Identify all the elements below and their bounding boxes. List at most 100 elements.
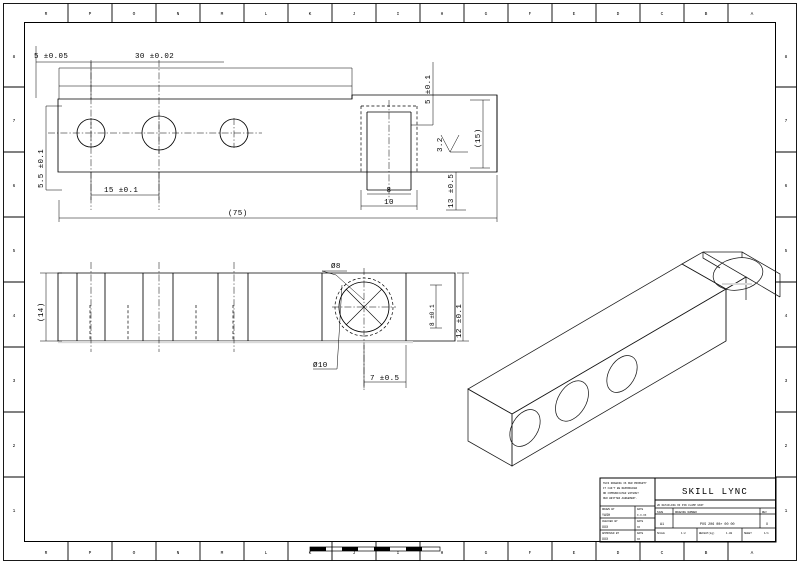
- dim-55-01: 5.5 ±0.1: [38, 105, 62, 191]
- rev-label: REV: [762, 511, 767, 514]
- checked-date-value: XX: [637, 526, 641, 529]
- size-value: A1: [660, 523, 664, 527]
- dim-30-002: 30 ±0.02: [91, 53, 224, 63]
- approved-date-label: DATE: [637, 532, 644, 535]
- dim-15-ref: (15): [470, 99, 490, 169]
- zone-label-bottom: H: [441, 550, 444, 556]
- dim-13-05-text: 13 ±0.5: [448, 174, 456, 208]
- zone-label-bottom: D: [617, 550, 620, 556]
- zone-label-left: 2: [13, 443, 16, 449]
- zone-label-bottom: P: [89, 550, 92, 556]
- dim-5-01-text: 5 ±0.1: [425, 74, 433, 104]
- zone-label-top: K: [309, 11, 312, 17]
- zone-label-bottom: A: [751, 550, 754, 556]
- drawn-date-value: X.X.XX: [637, 514, 647, 517]
- zone-label-bottom: C: [661, 550, 664, 556]
- leader-dia10: Ø10: [313, 284, 343, 370]
- dim-dia10-text: Ø10: [313, 361, 328, 370]
- sheet-label: SHEET: [744, 532, 752, 535]
- zone-label-left: 6: [13, 183, 16, 189]
- dim-slot-8: 8: [367, 187, 411, 195]
- drawing-number-value: POS 206 00r 00 00: [700, 522, 735, 527]
- zone-label-left: 8: [13, 54, 16, 60]
- iso-notch-inner: [702, 252, 721, 269]
- surface-finish-symbol: 3.2: [437, 134, 468, 153]
- zone-label-top: R: [45, 11, 48, 17]
- dim-5-005-text: 5 ±0.05: [34, 53, 68, 61]
- dim-14-text: (14): [38, 302, 46, 322]
- drawn-by-label: DRAWN BY: [602, 508, 615, 511]
- zone-letters-bottom: R P O N M L K J I H G F E D C B A: [45, 550, 754, 556]
- front-view-outline: [57, 272, 456, 342]
- graphic-scale-bar: [309, 546, 441, 552]
- zone-label-top: N: [177, 11, 180, 17]
- company-name: SKILL LYNC: [682, 487, 748, 497]
- zone-label-right: 6: [785, 183, 788, 189]
- approved-by-value: XXX: [602, 538, 608, 542]
- approved-by-label: APPROVED BY: [602, 532, 620, 535]
- zone-label-top: C: [661, 11, 664, 17]
- dim-15-ref-text: (15): [475, 128, 483, 148]
- front-view-hole-projections: [76, 273, 249, 341]
- dim-12-01-text: 12 ±0.1: [456, 304, 464, 338]
- iso-pad-hole-shadow: [722, 283, 752, 285]
- surface-finish-value: 3.2: [437, 137, 445, 152]
- zone-label-top: M: [221, 11, 224, 17]
- zone-numbers-right: 8 7 6 5 4 3 2 1: [785, 54, 788, 514]
- size-label: SIZE: [657, 511, 664, 514]
- zone-ticks-sides: [3, 86, 797, 478]
- dim-slot-10: 10: [360, 190, 418, 210]
- zone-label-bottom: J: [353, 550, 356, 556]
- dim-8-01-text: 8 ±0.1: [429, 304, 436, 326]
- dim-15-01: 15 ±0.1: [90, 172, 160, 200]
- zone-label-top: J: [353, 11, 356, 17]
- weight-label: WEIGHT(kg): [699, 531, 715, 535]
- title-block-signature-rows: DRAWN BY YASH DATE X.X.XX CHECKED BY XXX…: [600, 506, 655, 542]
- zone-label-right: 4: [785, 313, 788, 319]
- dim-12-01: 12 ±0.1: [456, 272, 469, 342]
- disclaimer-line-3: OR COMMUNICATED WITHOUT: [603, 492, 639, 495]
- dim-slot-10-text: 10: [384, 199, 394, 207]
- zone-label-bottom: N: [177, 550, 180, 556]
- zone-label-bottom: F: [529, 550, 532, 556]
- zone-label-right: 3: [785, 378, 788, 384]
- front-view-bore-diag-2: [345, 288, 383, 326]
- title-block-numbers-row: SIZE A1 DRAWING NUMBER POS 206 00r 00 00…: [655, 508, 776, 529]
- zone-label-bottom: L: [265, 550, 268, 556]
- dim-75: (75): [58, 175, 498, 222]
- iso-far-top-edge: [745, 276, 781, 298]
- title-block-scale-row: SCALE 1:2 WEIGHT(kg) 1.00 SHEET 1/1: [657, 528, 769, 542]
- drawn-date-label: DATE: [637, 508, 644, 511]
- dim-8-01: 8 ±0.1: [429, 284, 442, 329]
- iso-far-corner: [741, 251, 781, 297]
- iso-hole-3: [606, 355, 638, 393]
- iso-hole-2: [555, 380, 589, 422]
- leader-dia8: Ø8: [321, 262, 365, 301]
- zone-label-top: F: [529, 11, 532, 17]
- zone-label-right: 5: [785, 248, 788, 254]
- dim-30-002-text: 30 ±0.02: [135, 53, 174, 61]
- zone-label-bottom: O: [133, 550, 136, 556]
- drawing-number-label: DRAWING NUMBER: [675, 511, 697, 514]
- zone-label-right: 2: [785, 443, 788, 449]
- zone-label-left: 5: [13, 248, 16, 254]
- zone-label-bottom: I: [397, 550, 400, 556]
- dim-14: (14): [38, 272, 62, 342]
- dim-5-005: 5 ±0.05: [34, 46, 91, 98]
- dim-slot-8-text: 8: [387, 187, 392, 195]
- sheet-value: 1/1: [764, 531, 769, 535]
- zone-label-bottom: B: [705, 550, 708, 556]
- title-block-disclaimer: THIS DRAWING IS OUR PROPERTY IT CAN'T BE…: [603, 482, 647, 500]
- zone-label-left: 7: [13, 118, 16, 124]
- zone-label-top: A: [751, 11, 754, 17]
- zone-ticks-top: [67, 3, 729, 23]
- disclaimer-line-2: IT CAN'T BE REPRODUCED: [603, 486, 638, 490]
- dim-7-05-text: 7 ±0.5: [370, 375, 400, 383]
- zone-label-bottom: E: [573, 550, 576, 556]
- zone-label-top: D: [617, 11, 620, 17]
- disclaimer-line-4: OUR WRITTEN AGREEMENT.: [603, 497, 637, 500]
- title-block: THIS DRAWING IS OUR PROPERTY IT CAN'T BE…: [599, 477, 777, 543]
